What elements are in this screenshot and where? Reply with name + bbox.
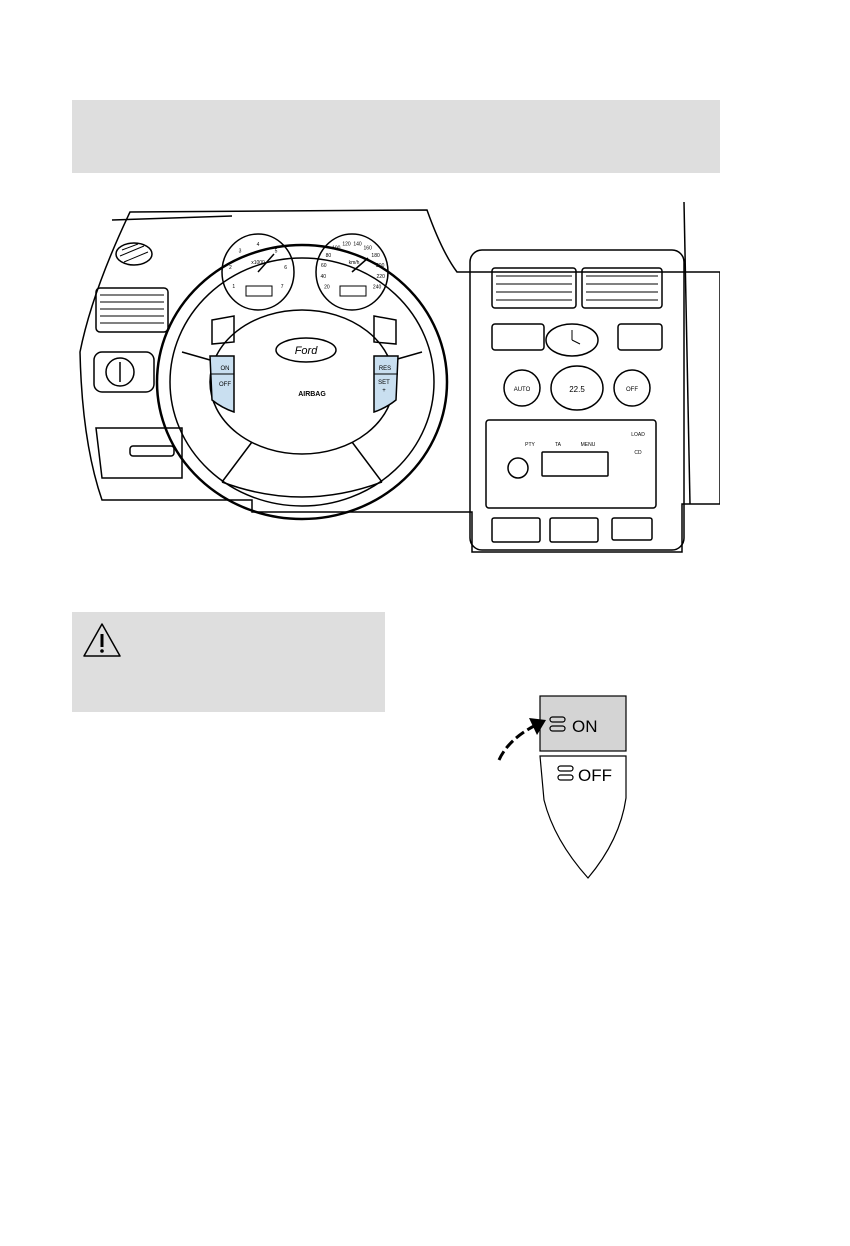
- center-console: [469, 249, 685, 551]
- rpm-tick-label: 5: [275, 249, 278, 255]
- airbag-label: AIRBAG: [298, 391, 326, 398]
- speedometer-unit: km/h: [349, 260, 360, 266]
- light-switch-panel: [93, 351, 155, 393]
- climate-display: [550, 365, 604, 411]
- on-label: ON: [572, 717, 598, 736]
- climate-left-knob: [503, 369, 541, 407]
- rpm-tick-label: 1: [232, 284, 235, 290]
- rpm-tick-label: 7: [281, 284, 284, 290]
- right-cruise-pad: [373, 315, 399, 414]
- radio-load-label: LOAD: [631, 432, 645, 438]
- rpm-tick-label: 2: [229, 265, 232, 271]
- speed-tick-label: 100: [332, 246, 341, 252]
- warning-triangle-icon: [83, 623, 121, 657]
- right-pad-set-plus-label: +: [382, 388, 386, 394]
- right-pad-set-label: SET: [378, 380, 390, 386]
- speed-tick-label: 200: [376, 263, 385, 269]
- climate-auto-label: AUTO: [514, 387, 531, 393]
- ford-logo-text: Ford: [295, 345, 319, 357]
- radio-cd-label: CD: [634, 450, 642, 456]
- radio-pty-label: PTY: [525, 442, 535, 448]
- dashboard-illustration: Ford AIRBAG ON OFF RES SET + x1000 km/h …: [79, 201, 720, 553]
- speedometer: [315, 233, 389, 311]
- rpm-tick-label: 6: [284, 265, 287, 271]
- steering-wheel: [155, 233, 449, 521]
- on-button: [539, 695, 627, 752]
- speed-tick-label: 240: [373, 285, 382, 291]
- left-air-vent: [95, 287, 169, 333]
- left-pad-off-label: OFF: [219, 382, 231, 388]
- left-cruise-pad: [209, 315, 235, 414]
- warning-box: [72, 612, 385, 712]
- speed-tick-label: 60: [321, 263, 327, 269]
- rpm-tick-label: 4: [257, 242, 260, 248]
- clock: [545, 323, 599, 357]
- off-label: OFF: [578, 766, 612, 785]
- radio-ta-label: TA: [555, 442, 562, 448]
- radio-unit: [485, 419, 657, 509]
- cruise-switch-detail: ON OFF: [497, 695, 627, 879]
- speed-tick-label: 20: [324, 285, 330, 291]
- speaker-grille: [115, 242, 153, 266]
- speed-tick-label: 120: [342, 242, 351, 248]
- storage-compartment: [95, 427, 183, 479]
- off-indicator-icon: [557, 765, 574, 781]
- on-indicator-icon: [549, 716, 566, 732]
- off-button: [539, 755, 627, 879]
- climate-off-label: OFF: [626, 387, 638, 393]
- speed-tick-label: 140: [353, 242, 362, 248]
- speed-tick-label: 180: [371, 253, 380, 259]
- press-arrow-icon: [497, 718, 546, 761]
- speed-tick-label: 80: [326, 253, 332, 259]
- center-right-vent: [581, 267, 663, 309]
- climate-right-knob: [613, 369, 651, 407]
- speed-tick-label: 220: [377, 274, 386, 280]
- right-pad-res-label: RES: [379, 366, 391, 372]
- center-left-vent: [491, 267, 577, 309]
- climate-temp-readout: 22.5: [569, 385, 585, 394]
- tachometer-unit: x1000: [251, 260, 265, 266]
- rpm-tick-label: 3: [239, 249, 242, 255]
- ford-logo: [275, 337, 337, 363]
- left-pad-on-label: ON: [221, 366, 230, 372]
- speed-tick-label: 160: [364, 246, 373, 252]
- tachometer: [221, 233, 295, 311]
- header-band: [72, 100, 720, 173]
- radio-menu-label: MENU: [581, 442, 596, 448]
- speed-tick-label: 40: [321, 274, 327, 280]
